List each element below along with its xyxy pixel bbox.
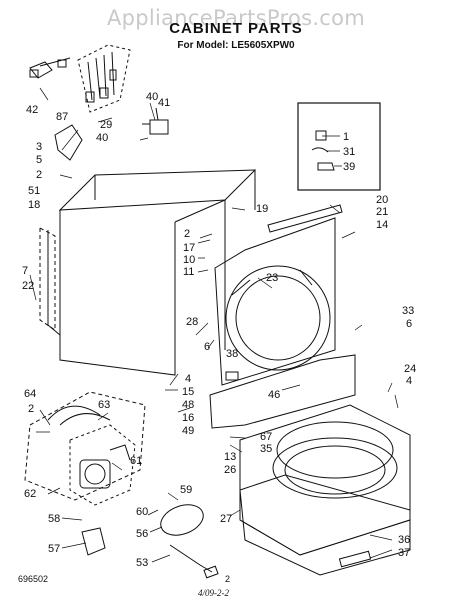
callout-label: 35 (260, 443, 272, 455)
mount-bracket-part (81, 527, 106, 556)
callout-label: 22 (22, 280, 34, 292)
callout-label: 39 (343, 161, 355, 173)
base-pan-part (239, 474, 411, 576)
callout-label: 53 (136, 557, 148, 569)
callout-label: 38 (226, 348, 238, 360)
callout-label: 7 (22, 265, 28, 277)
callout-label: 58 (48, 513, 60, 525)
drive-belt-part (160, 504, 204, 536)
callout-label: 41 (158, 97, 170, 109)
callout-label: 2 (36, 169, 42, 181)
diagram-code: 696502 (18, 574, 49, 584)
callout-label: 61 (130, 455, 142, 467)
callout-label: 60 (136, 506, 148, 518)
callout-label: 11 (183, 266, 194, 278)
callout-label: 4 (406, 375, 412, 387)
inset-wire-part (311, 147, 329, 153)
base-tub-part (239, 404, 411, 556)
callout-label: 4 (185, 373, 191, 385)
model-line: For Model: LE5605XPW0 (177, 40, 295, 51)
inset-clip-part (315, 130, 327, 141)
motor-assembly-part (24, 391, 146, 506)
top-trim-part (267, 204, 343, 233)
callout-label: 18 (28, 199, 40, 211)
callout-label: 63 (98, 399, 110, 411)
callout-label: 23 (266, 272, 278, 284)
cabinet-frame-part (47, 169, 257, 376)
callout-label: 17 (183, 242, 195, 254)
bracket-part (54, 124, 83, 161)
callout-label: 59 (180, 484, 192, 496)
callout-labels: 42 3 5 87 29 40 40 41 2 51 18 2 17 10 11… (22, 91, 416, 569)
callout-label: 6 (406, 318, 412, 330)
door-switch-part (142, 107, 169, 135)
callout-label: 62 (24, 488, 36, 500)
hose-part (169, 544, 213, 573)
callout-label: 87 (56, 111, 68, 123)
callout-label: 28 (186, 316, 198, 328)
wire-harness-part (77, 44, 131, 113)
callout-label: 5 (36, 154, 42, 166)
callout-label: 51 (28, 185, 40, 197)
callout-label: 33 (402, 305, 414, 317)
callout-label: 2 (28, 403, 34, 415)
callout-label: 31 (343, 146, 355, 158)
callout-label: 15 (182, 386, 194, 398)
front-panel-part (214, 217, 336, 386)
callout-label: 26 (224, 464, 236, 476)
callout-label: 21 (376, 206, 388, 218)
watermark: AppliancePartsPros.com (106, 6, 366, 30)
callout-label: 29 (100, 119, 112, 131)
callout-label: 10 (183, 254, 195, 266)
callout-label: 20 (376, 194, 388, 206)
callout-label: 2 (184, 228, 190, 240)
callout-label: 57 (48, 543, 60, 555)
callout-label: 64 (24, 388, 36, 400)
thermal-fuse-wires-part (47, 405, 111, 426)
callout-label: 27 (220, 513, 232, 525)
callout-label: 1 (343, 131, 349, 143)
callout-label: 42 (26, 104, 38, 116)
callout-label: 24 (404, 363, 416, 375)
callout-label: 48 (182, 399, 194, 411)
callout-label: 40 (146, 91, 158, 103)
callout-label: 46 (268, 389, 280, 401)
callout-label: 3 (36, 141, 42, 153)
handwritten-note: 4/09-2-2 (198, 588, 229, 598)
inset-parts-box (297, 102, 381, 191)
callout-label: 49 (182, 425, 194, 437)
connector-plugs-part (29, 57, 71, 79)
callout-label: 37 (398, 547, 410, 559)
callout-label: 40 (96, 132, 108, 144)
callout-label: 56 (136, 528, 148, 540)
callout-label: 19 (256, 203, 268, 215)
callout-label: 14 (376, 219, 388, 231)
callout-label: 16 (182, 412, 194, 424)
toe-panel-part (209, 354, 356, 429)
callout-label: 6 (204, 341, 210, 353)
page-number: 2 (225, 574, 231, 584)
inset-connector-part (317, 162, 335, 171)
callout-label: 67 (260, 431, 272, 443)
callout-label: 36 (398, 534, 410, 546)
grill-part (338, 550, 372, 568)
callout-label: 13 (224, 451, 236, 463)
diagram-title: CABINET PARTS (169, 20, 303, 37)
